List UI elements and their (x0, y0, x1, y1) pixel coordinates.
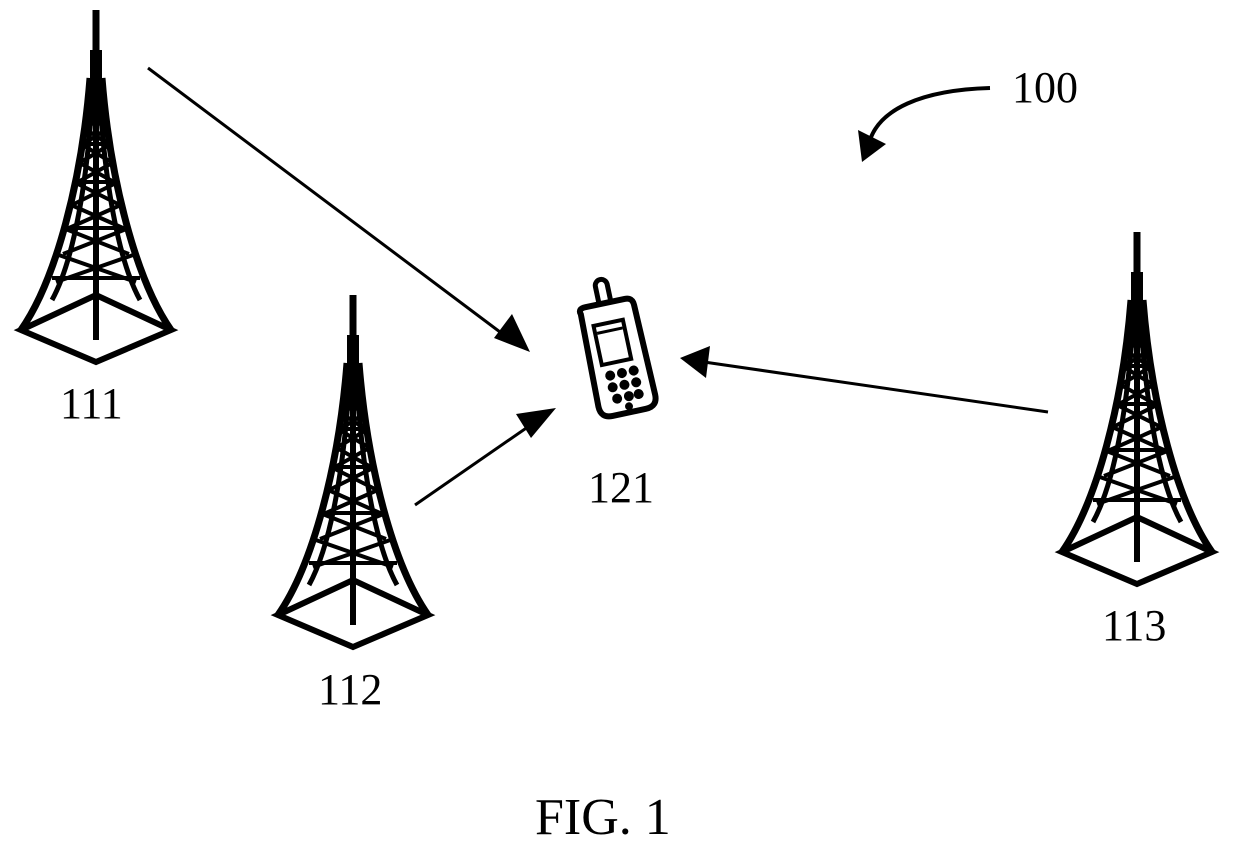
mobile-phone-icon (573, 273, 658, 418)
tower-label-112: 112 (318, 668, 382, 712)
tower-label-111: 111 (60, 382, 123, 426)
tower-112-icon (278, 295, 428, 647)
arrow-112-to-121 (415, 408, 556, 505)
device-label-121: 121 (588, 466, 654, 510)
reference-arrow-100 (858, 88, 990, 162)
figure-caption: FIG. 1 (535, 792, 671, 844)
reference-numeral-100: 100 (1012, 66, 1078, 110)
arrow-113-to-121 (680, 346, 1048, 412)
arrow-111-to-121 (148, 68, 530, 352)
tower-111-icon (21, 10, 171, 362)
tower-113-icon (1062, 232, 1212, 584)
tower-label-113: 113 (1102, 604, 1166, 648)
